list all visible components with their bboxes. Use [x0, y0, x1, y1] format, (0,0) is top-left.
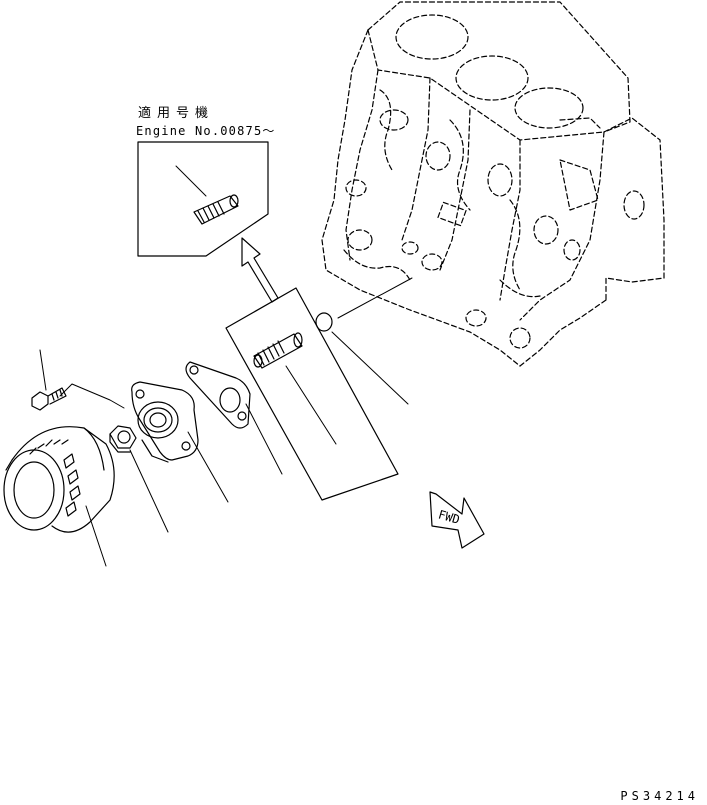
oil-filter-head	[131, 381, 199, 463]
relief-valve-new	[193, 194, 239, 225]
engine-block	[321, 1, 665, 367]
relief-valve	[253, 332, 303, 369]
fwd-arrow-icon: FWD	[429, 491, 485, 549]
o-ring	[315, 312, 333, 332]
applicability-title: 適用号機	[138, 106, 215, 121]
up-arrow-icon	[241, 237, 279, 303]
bolt	[31, 387, 67, 411]
applicability-box	[137, 141, 269, 257]
exploded-group-box	[225, 287, 399, 501]
gasket	[185, 361, 251, 429]
nut	[109, 425, 137, 453]
engine-number-label: Engine No.00875～	[136, 124, 276, 138]
figure-code: PS34214	[620, 789, 699, 803]
oil-filter	[3, 426, 115, 533]
fwd-label: FWD	[437, 507, 462, 526]
leader-lines	[39, 165, 413, 567]
